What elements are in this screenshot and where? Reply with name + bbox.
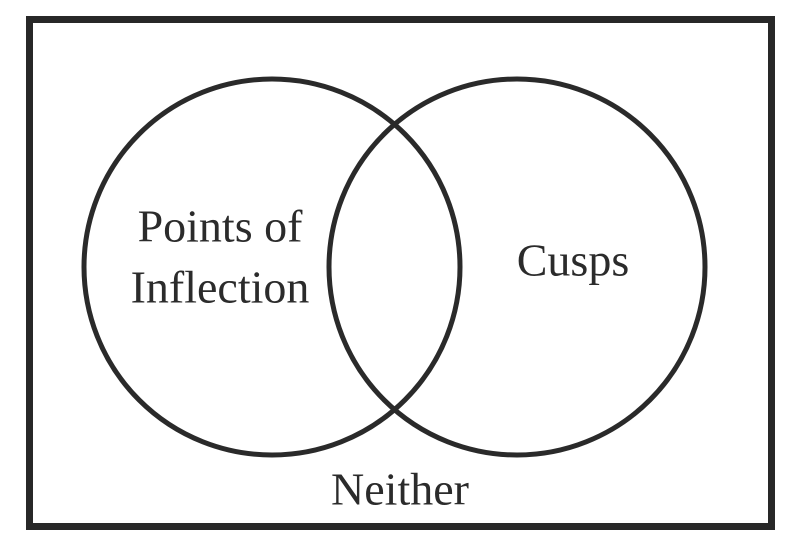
right-circle [326,76,708,458]
right-set-label: Cusps [516,234,630,286]
outside-label: Neither [331,463,469,515]
diagram-border [26,16,775,530]
left-set-label: Points of Inflection [130,200,310,312]
left-circle [81,76,463,458]
